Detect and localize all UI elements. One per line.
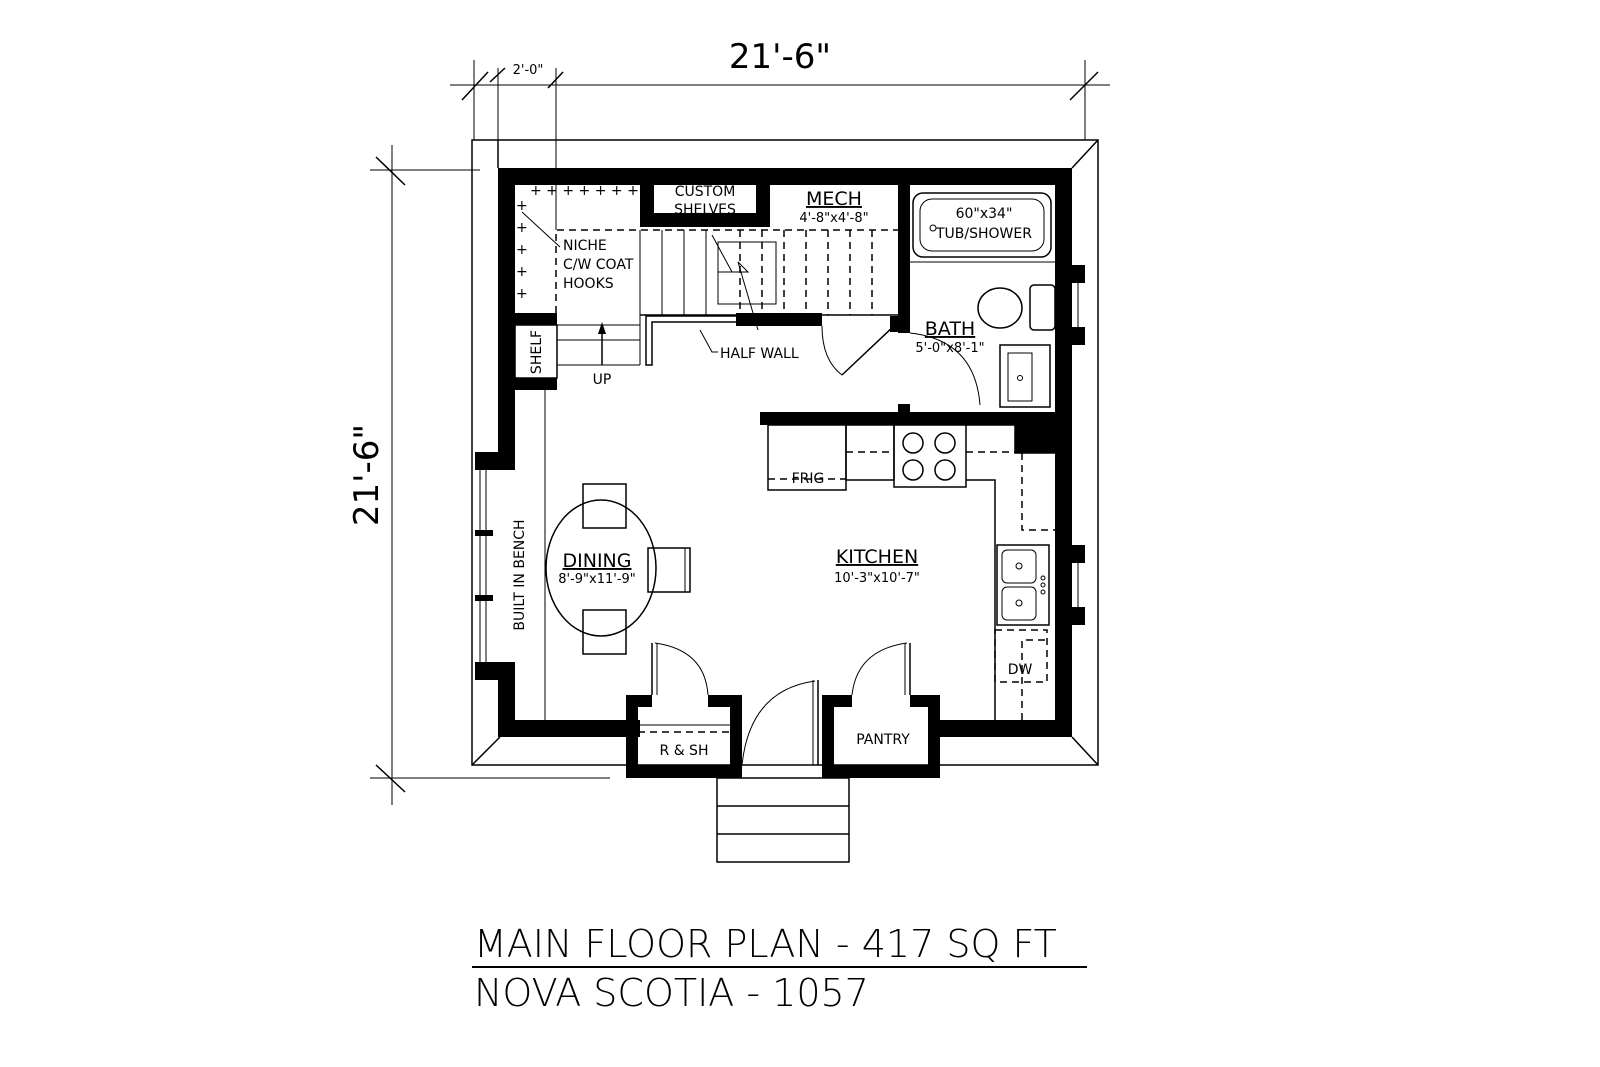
- mech-room-name: MECH: [806, 188, 862, 210]
- mech-door: [821, 324, 896, 376]
- kitchen-room-name: KITCHEN: [836, 546, 918, 568]
- svg-text:+: +: [516, 264, 528, 280]
- rsh-closet-label: R & SH: [660, 743, 709, 759]
- fridge-label: FRIG: [792, 471, 825, 487]
- tub-shower-label: TUB/SHOWER: [935, 226, 1032, 242]
- depth-dimension: 21'-6": [347, 424, 387, 526]
- stairs: [557, 230, 900, 366]
- half-wall-leader: [699, 329, 718, 353]
- dining-room-name: DINING: [563, 550, 632, 572]
- custom-shelves-label: SHELVES: [674, 202, 736, 218]
- kitchen-cabinets: [767, 424, 1055, 720]
- offset-dimension: 2'-0": [513, 63, 544, 78]
- dishwasher-label: DW: [1008, 662, 1033, 678]
- pantry-label: PANTRY: [856, 732, 910, 748]
- bath-fixtures: [909, 192, 1056, 408]
- bath-room-name: BATH: [925, 318, 975, 340]
- plan-subtitle: NOVA SCOTIA - 1057: [474, 971, 869, 1015]
- svg-text:+: +: [516, 198, 528, 214]
- svg-text:+ + + + + + + +: + + + + + + + +: [530, 183, 655, 199]
- kitchen-room-size: 10'-3"x10'-7": [834, 571, 920, 586]
- dining-set: [544, 390, 691, 720]
- windows: [475, 265, 1085, 662]
- walls: [475, 168, 1072, 778]
- half-wall-label: HALF WALL: [720, 346, 799, 362]
- niche-label: HOOKS: [563, 276, 614, 292]
- exterior-outline: [471, 139, 1099, 766]
- dining-room-size: 8'-9"x11'-9": [558, 572, 636, 587]
- niche-label: NICHE: [563, 238, 607, 254]
- shelf: [514, 324, 558, 379]
- niche-label: C/W COAT: [563, 257, 634, 273]
- mech-room-size: 4'-8"x4'-8": [799, 211, 868, 226]
- tub-size-label: 60"x34": [956, 206, 1013, 222]
- custom-shelves-label: CUSTOM: [675, 184, 736, 200]
- coat-hooks: + + + + + + + + ++ ++ +: [516, 183, 900, 313]
- svg-text:+: +: [516, 220, 528, 236]
- shelf-label: SHELF: [529, 330, 545, 374]
- dimension-lines: [370, 60, 1110, 805]
- svg-text:+: +: [516, 286, 528, 302]
- bench-label: BUILT IN BENCH: [512, 519, 528, 630]
- bath-room-size: 5'-0"x8'-1": [915, 341, 984, 356]
- plan-title: MAIN FLOOR PLAN - 417 SQ FT: [474, 922, 1057, 966]
- front-steps: [716, 777, 850, 863]
- stairs-up-label: UP: [593, 372, 612, 388]
- svg-text:+: +: [516, 242, 528, 258]
- doors: [638, 642, 911, 766]
- width-dimension: 21'-6": [729, 37, 831, 77]
